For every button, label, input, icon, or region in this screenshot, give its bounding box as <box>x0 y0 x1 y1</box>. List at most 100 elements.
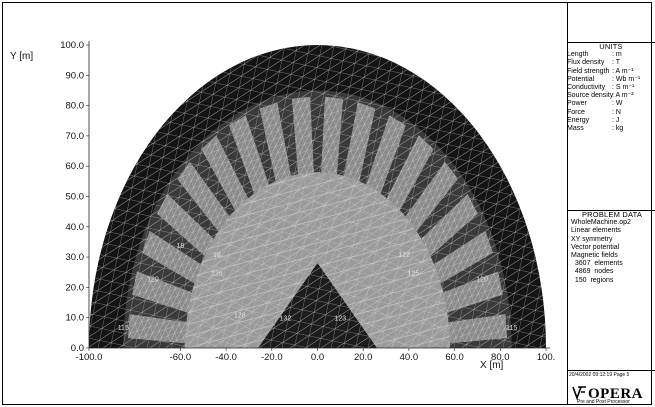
units-row: Length : m <box>567 51 655 59</box>
units-quantity: Mass <box>567 125 584 133</box>
units-quantity: Conductivity <box>567 84 606 92</box>
problem-line: 4869 nodes <box>571 268 614 276</box>
y-tick-label: 0.0 <box>71 343 84 354</box>
opera-logo: OPERA <box>572 386 655 402</box>
region-label: 115 <box>506 325 517 332</box>
y-tick-label: 50.0 <box>66 192 85 203</box>
x-tick-label: -60.0 <box>170 352 192 363</box>
units-row: Force : N <box>567 109 655 117</box>
stator-slot-mesh <box>291 96 314 175</box>
stator-slot-mesh <box>386 135 434 211</box>
units-quantity: Source density <box>567 92 614 100</box>
region-label: 120 <box>476 276 488 283</box>
y-tick-label: 30.0 <box>66 252 85 263</box>
stator-slot-mesh <box>344 102 376 182</box>
y-tick-label: 60.0 <box>66 161 85 172</box>
stator-slot-mesh <box>229 115 269 194</box>
units-row: Power : W <box>567 100 655 108</box>
units-row: Source density: A m⁻² <box>567 92 655 100</box>
y-tick-label: 90.0 <box>66 70 85 81</box>
region-label: 120 <box>147 276 159 283</box>
y-tick-label: 100.0 <box>60 40 84 51</box>
stator-slot-mesh <box>421 194 478 257</box>
stator-slot-mesh <box>448 314 508 344</box>
problem-line: 150 regions <box>571 276 614 284</box>
problem-title: PROBLEM DATA <box>581 210 643 219</box>
region-label: 125 <box>408 270 420 277</box>
y-tick-label: 10.0 <box>66 313 85 324</box>
units-value: : m <box>612 51 622 59</box>
problem-line: 3607 elements <box>571 260 623 268</box>
y-tick-label: 80.0 <box>66 101 85 112</box>
rotor-mesh <box>184 172 451 348</box>
x-tick-label: 0.0 <box>311 352 324 363</box>
stator-slot-mesh <box>177 161 230 232</box>
problem-line: Vector potential <box>571 243 620 251</box>
region-label: 122 <box>398 252 410 259</box>
problem-line: WholeMachine.op2 <box>571 219 631 227</box>
region-label: 115 <box>118 325 129 332</box>
units-value: : T <box>612 59 621 67</box>
stator-slot-mesh <box>434 230 494 284</box>
y-tick-label: 70.0 <box>66 131 85 142</box>
x-tick-label: -100.0 <box>76 352 103 363</box>
x-tick-label: 60.0 <box>445 352 464 363</box>
problem-line: Magnetic fields <box>571 252 618 260</box>
y-axis-title: Y [m] <box>10 51 33 62</box>
units-quantity: Force <box>567 108 585 116</box>
units-quantity: Length <box>567 51 589 59</box>
footer-panel: 20/4/2002 09:12:19 Page 5 <box>567 370 655 407</box>
problem-line: Linear elements <box>571 227 621 235</box>
vf-logo-icon: OPERA <box>572 386 643 402</box>
units-quantity: Potential <box>567 75 595 83</box>
units-row: Mass : kg <box>567 125 655 133</box>
panel-divider <box>567 2 568 405</box>
region-label: 18 <box>213 252 221 259</box>
x-tick-label: -20.0 <box>261 352 283 363</box>
units-value: : A m⁻¹ <box>612 67 634 75</box>
logo-text: OPERA <box>588 386 643 400</box>
units-value: : A m⁻² <box>612 92 634 100</box>
mesh-plot[interactable]: 18 18 126 122 125 128 132 123 115 115 120 120 -100.… <box>0 0 567 407</box>
units-value: : Wb m⁻¹ <box>612 75 641 83</box>
stator-slot-mesh <box>132 271 192 313</box>
timestamp: 20/4/2002 09:12:19 Page 5 <box>569 372 630 378</box>
x-axis-title: X [m] <box>480 360 504 371</box>
units-row: Conductivity : S m⁻¹ <box>567 84 655 92</box>
shaft-mesh <box>258 263 377 348</box>
units-row: Field strength: A m⁻¹ <box>567 68 655 76</box>
region-label: 126 <box>211 270 223 277</box>
units-value: : kg <box>612 125 624 133</box>
stator-slot-mesh <box>405 161 458 232</box>
x-tick-label: 20.0 <box>354 352 373 363</box>
stator-slot-mesh <box>443 271 503 313</box>
y-tick-label: 20.0 <box>66 282 85 293</box>
stator-slot-mesh <box>321 96 344 175</box>
region-label: 18 <box>177 243 185 250</box>
units-quantity: Power <box>567 100 587 108</box>
stator-slot-mesh <box>127 314 187 344</box>
region-label: 128 <box>234 313 246 320</box>
x-tick-label: 80.0 <box>491 352 510 363</box>
units-value: : S m⁻¹ <box>612 84 635 92</box>
problem-line: XY symmetry <box>571 235 613 243</box>
region-label: 123 <box>335 316 347 323</box>
units-value: : N <box>612 108 621 116</box>
units-quantity: Field strength <box>567 67 610 75</box>
units-row: Energy: J <box>567 117 655 125</box>
units-row: Potential : Wb m⁻¹ <box>567 76 655 84</box>
stator-slot-mesh <box>157 194 214 257</box>
logo-subtitle: Pre and Post Processor <box>577 399 630 405</box>
region-label: 132 <box>280 316 292 323</box>
stator-slot-mesh <box>201 135 249 211</box>
x-tick-label: 100. <box>537 352 556 363</box>
units-title: UNITS <box>599 42 623 51</box>
y-tick-label: 40.0 <box>66 222 85 233</box>
units-value: : W <box>612 100 623 108</box>
units-quantity: Flux density <box>567 59 605 67</box>
